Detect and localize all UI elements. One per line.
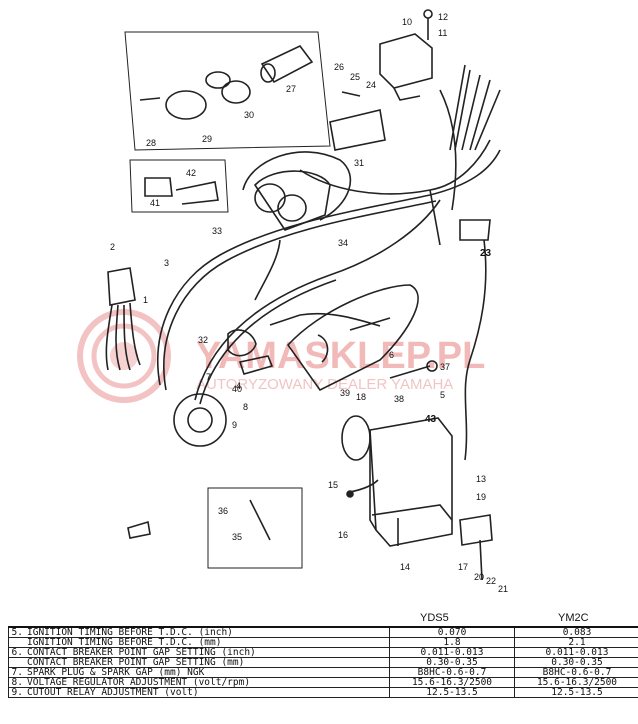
callout: 12 — [438, 12, 448, 22]
callout: 40 — [232, 384, 242, 394]
callout: 35 — [232, 532, 242, 542]
callout: 42 — [186, 168, 196, 178]
callout: 22 — [486, 576, 496, 586]
value-yds5: 0.30-0.35 — [389, 657, 515, 668]
callout: 32 — [198, 335, 208, 345]
table-row: 9. CUTOUT RELAY ADJUSTMENT (volt) 12.5-1… — [8, 687, 638, 698]
table-row: 7. SPARK PLUG & SPARK GAP (mm) NGK B8HC-… — [8, 667, 638, 678]
callout: 3 — [164, 258, 169, 268]
callout: 16 — [338, 530, 348, 540]
table-row: 8. VOLTAGE REGULATOR ADJUSTMENT (volt/rp… — [8, 677, 638, 688]
row-number — [8, 657, 25, 668]
row-number: 7. — [8, 667, 25, 678]
value-yds5: 12.5-13.5 — [389, 687, 515, 698]
value-ym2c: 0.30-0.35 — [514, 657, 638, 668]
row-label: SPARK PLUG & SPARK GAP (mm) NGK — [25, 667, 390, 678]
row-label: CUTOUT RELAY ADJUSTMENT (volt) — [25, 687, 390, 698]
callout: 8 — [243, 402, 248, 412]
callout: 33 — [212, 226, 222, 236]
callout: 28 — [146, 138, 156, 148]
value-ym2c: 0.011-0.013 — [514, 647, 638, 658]
callout: 31 — [354, 158, 364, 168]
row-label: CONTACT BREAKER POINT GAP SETTING (mm) — [25, 657, 390, 668]
callout: 2 — [110, 242, 115, 252]
callout: 34 — [338, 238, 348, 248]
callout: 41 — [150, 198, 160, 208]
row-label: IGNITION TIMING BEFORE T.D.C. (inch) — [25, 626, 390, 638]
watermark: YAMASKLEP.PL AUTORYZOWANY DEALER YAMAHA — [77, 309, 485, 403]
callout: 29 — [202, 134, 212, 144]
watermark-brand: YAMASKLEP.PL — [196, 335, 485, 377]
callout: 4 — [236, 381, 241, 391]
value-yds5: 15.6-16.3/2500 — [389, 677, 515, 688]
row-number — [8, 637, 25, 648]
table-row: 5. IGNITION TIMING BEFORE T.D.C. (inch) … — [8, 626, 638, 638]
harness-lines — [105, 9, 501, 581]
callout: 21 — [498, 584, 508, 594]
callout: 36 — [218, 506, 228, 516]
value-yds5: 0.011-0.013 — [389, 647, 515, 658]
callout: 23 — [480, 248, 492, 259]
callout: 6 — [389, 350, 394, 360]
callout: 30 — [244, 110, 254, 120]
value-ym2c: 15.6-16.3/2500 — [514, 677, 638, 688]
callout: 43 — [425, 414, 437, 425]
callout: 1 — [143, 295, 148, 305]
callout: 24 — [366, 80, 376, 90]
callout: 26 — [334, 62, 344, 72]
callout: 19 — [476, 492, 486, 502]
value-ym2c: B8HC-0.6-0.7 — [514, 667, 638, 678]
callout: 27 — [286, 84, 296, 94]
callout: 11 — [438, 28, 447, 38]
callout: 7 — [206, 372, 211, 382]
row-label: VOLTAGE REGULATOR ADJUSTMENT (volt/rpm) — [25, 677, 390, 688]
value-ym2c: 12.5-13.5 — [514, 687, 638, 698]
callout: 15 — [328, 480, 338, 490]
callout: 17 — [458, 562, 468, 572]
specification-table: 5. IGNITION TIMING BEFORE T.D.C. (inch) … — [8, 626, 638, 698]
table-row: CONTACT BREAKER POINT GAP SETTING (mm) 0… — [8, 657, 638, 668]
callout: 39 — [340, 388, 350, 398]
wiring-harness-exploded-diagram: YAMASKLEP.PL AUTORYZOWANY DEALER YAMAHA — [77, 9, 508, 594]
value-yds5: 1.8 — [389, 637, 515, 648]
row-number: 6. — [8, 647, 25, 658]
callout: 38 — [394, 394, 404, 404]
callout: 25 — [350, 72, 360, 82]
table-row: 6. CONTACT BREAKER POINT GAP SETTING (in… — [8, 647, 638, 658]
row-number: 8. — [8, 677, 25, 688]
callout: 13 — [476, 474, 486, 484]
value-yds5: B8HC-0.6-0.7 — [389, 667, 515, 678]
callout-labels: 2 3 1 4 5 6 7 8 9 10 11 12 13 14 15 16 1… — [110, 12, 508, 594]
callout: 20 — [474, 572, 484, 582]
callout: 5 — [440, 390, 445, 400]
row-number: 5. — [8, 626, 25, 638]
callout: 10 — [402, 17, 412, 27]
watermark-tagline: AUTORYZOWANY DEALER YAMAHA — [196, 376, 453, 393]
callout: 9 — [232, 420, 237, 430]
value-ym2c: 2.1 — [514, 637, 638, 648]
callout: 37 — [440, 362, 450, 372]
row-label: CONTACT BREAKER POINT GAP SETTING (inch) — [25, 647, 390, 658]
column-header-yds5: YDS5 — [420, 612, 449, 624]
row-number: 9. — [8, 687, 25, 698]
callout: 14 — [400, 562, 410, 572]
callout: 18 — [356, 392, 366, 402]
value-yds5: 0.070 — [389, 626, 515, 638]
row-label: IGNITION TIMING BEFORE T.D.C. (mm) — [25, 637, 390, 648]
column-header-ym2c: YM2C — [558, 612, 589, 624]
value-ym2c: 0.083 — [514, 626, 638, 638]
table-row: IGNITION TIMING BEFORE T.D.C. (mm) 1.8 2… — [8, 637, 638, 648]
